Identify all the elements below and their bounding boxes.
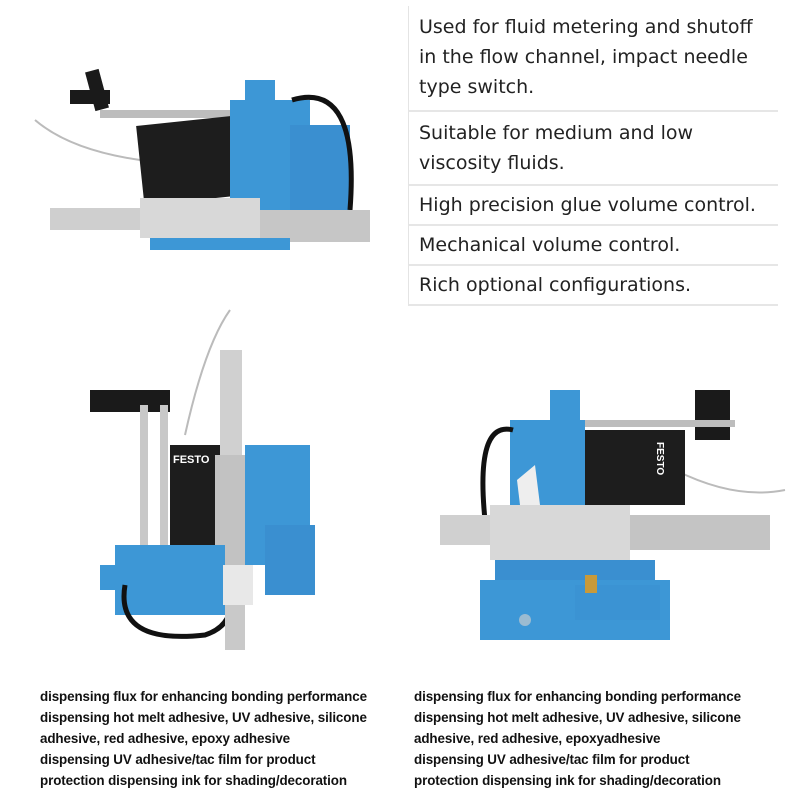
application-line: dispensing flux for enhancing bonding pe… bbox=[40, 689, 367, 704]
feature-item: Mechanical volume control. bbox=[408, 226, 778, 266]
application-line: dispensing hot melt adhesive, UV adhesiv… bbox=[414, 710, 741, 725]
applications-left: dispensing flux for enhancing bonding pe… bbox=[40, 686, 410, 791]
application-line: dispensing flux for enhancing bonding pe… bbox=[414, 689, 741, 704]
application-line: dispensing UV adhesive/tac film for prod… bbox=[40, 752, 316, 767]
applications-right: dispensing flux for enhancing bonding pe… bbox=[414, 686, 784, 791]
application-line: protection dispensing ink for shading/de… bbox=[40, 773, 347, 788]
festo-label: FESTO bbox=[654, 442, 665, 475]
feature-item: Rich optional configurations. bbox=[408, 266, 778, 306]
application-line: dispensing hot melt adhesive, UV adhesiv… bbox=[40, 710, 367, 725]
feature-item: High precision glue volume control. bbox=[408, 186, 778, 226]
application-line: protection dispensing ink for shading/de… bbox=[414, 773, 721, 788]
festo-label: FESTO bbox=[173, 454, 210, 466]
product-photo-front-view: FESTO bbox=[90, 309, 315, 650]
application-line: adhesive, red adhesive, epoxy adhesive bbox=[40, 731, 291, 746]
feature-list: Used for fluid metering and shutoff in t… bbox=[408, 6, 778, 306]
application-line: adhesive, red adhesive, epoxyadhesive bbox=[414, 731, 661, 746]
application-line: dispensing UV adhesive/tac film for prod… bbox=[414, 752, 690, 767]
product-photo-side-view bbox=[34, 68, 370, 250]
feature-item: Used for fluid metering and shutoff in t… bbox=[408, 6, 778, 112]
product-photo-rear-view: FESTO bbox=[440, 390, 786, 640]
feature-item: Suitable for medium and low viscosity fl… bbox=[408, 112, 778, 186]
